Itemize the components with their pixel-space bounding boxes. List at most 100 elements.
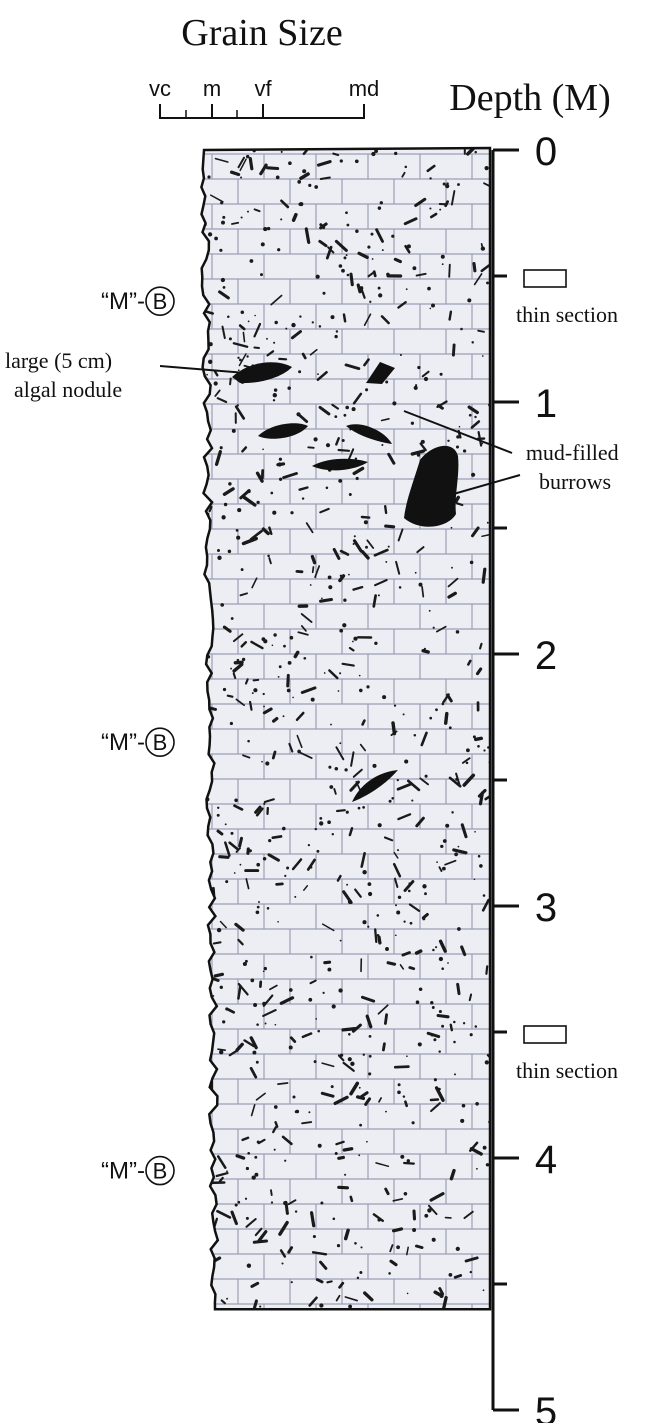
bioclast-grain (308, 1111, 311, 1114)
bioclast-grain (348, 1304, 353, 1309)
bioclast-fragment (359, 1091, 369, 1099)
bioclast-fragment (421, 649, 430, 654)
bioclast-fragment (342, 890, 353, 905)
bioclast-fragment (341, 662, 355, 667)
bioclast-grain (394, 934, 397, 937)
bioclast-grain (429, 177, 432, 180)
bioclast-fragment (349, 1081, 360, 1096)
bioclast-grain (338, 479, 343, 483)
bioclast-grain (246, 355, 249, 358)
bioclast-fragment (253, 322, 262, 338)
bioclast-grain (385, 380, 389, 384)
grain-label-md: md (349, 76, 380, 101)
bioclast-fragment (357, 251, 369, 260)
bioclast-fragment (239, 592, 248, 597)
bioclast-grain (266, 226, 271, 231)
bioclast-grain (297, 180, 302, 184)
bioclast-grain (391, 797, 394, 800)
bioclast-grain (474, 830, 476, 833)
bioclast-grain (317, 1029, 320, 1033)
bioclast-grain (403, 1192, 408, 1196)
bioclast-grain (273, 388, 278, 392)
bioclast-grain (431, 303, 435, 308)
bioclast-fragment (401, 951, 411, 957)
bioclast-grain (482, 894, 486, 897)
bioclast-grain (441, 702, 445, 706)
bioclast-grain (471, 472, 476, 477)
bioclast-grain (207, 175, 211, 179)
bioclast-grain (314, 185, 319, 189)
bioclast-fragment (316, 160, 332, 167)
bioclast-fragment (437, 404, 444, 410)
bioclast-grain (260, 273, 263, 277)
bioclast-fragment (319, 1260, 328, 1270)
bioclast-grain (246, 489, 251, 494)
bioclast-grain (323, 672, 326, 674)
bioclast-fragment (238, 836, 243, 848)
bioclast-grain (479, 864, 483, 868)
bioclast-fragment (318, 239, 328, 248)
bioclast-fragment (352, 392, 363, 405)
bioclast-grain (256, 862, 261, 867)
bioclast-grain (352, 640, 354, 643)
depth-tick-label: 2 (535, 634, 557, 678)
bioclast-fragment (309, 979, 317, 985)
bioclast-fragment (238, 353, 247, 367)
bioclast-grain (245, 154, 250, 159)
bioclast-fragment (397, 813, 412, 821)
bioclast-fragment (397, 301, 407, 309)
bioclast-fragment (272, 1126, 277, 1134)
bioclast-grain (460, 1118, 465, 1123)
bioclast-fragment (291, 858, 303, 871)
bioclast-grain (388, 1272, 391, 1275)
bioclast-fragment (279, 996, 295, 1005)
bioclast-grain (272, 399, 276, 402)
bioclast-grain (365, 545, 368, 549)
bioclast-grain (253, 1003, 258, 1007)
bioclast-fragment (281, 1135, 293, 1146)
bioclast-fragment (257, 1230, 268, 1243)
bioclast-grain (448, 1273, 453, 1277)
bioclast-grain (374, 149, 378, 154)
bioclast-fragment (466, 148, 478, 156)
bioclast-grain (435, 946, 438, 949)
bioclast-fragment (216, 1155, 227, 1169)
bioclast-fragment (351, 1023, 362, 1033)
bioclast-grain (339, 939, 342, 942)
bioclast-fragment (478, 791, 484, 806)
bioclast-grain (308, 183, 312, 187)
bioclast-fragment (430, 1102, 441, 1113)
bioclast-fragment (321, 1062, 335, 1068)
fabric-label-text: “M”- (101, 288, 145, 315)
bioclast-grain (439, 208, 442, 211)
bioclast-grain (330, 1085, 334, 1089)
bioclast-grain (480, 246, 486, 251)
bioclast-grain (252, 1050, 257, 1055)
bioclast-grain (413, 385, 418, 390)
bioclast-fragment (278, 1220, 289, 1236)
bioclast-grain (226, 1297, 229, 1300)
bioclast-grain (240, 310, 245, 315)
bioclast-grain (281, 1262, 284, 1265)
bioclast-grain (397, 1090, 401, 1095)
bioclast-fragment (224, 841, 231, 857)
bioclast-grain (350, 1061, 355, 1066)
bioclast-fragment (279, 1249, 287, 1258)
bioclast-grain (372, 763, 377, 768)
bioclast-grain (441, 263, 444, 266)
bioclast-grain (411, 799, 414, 802)
bioclast-fragment (250, 1104, 256, 1117)
bioclast-grain (304, 1034, 308, 1037)
bioclast-grain (398, 586, 402, 589)
bioclast-fragment (403, 1161, 415, 1165)
bioclast-grain (267, 554, 270, 558)
bioclast-grain (273, 1148, 276, 1151)
bioclast-fragment (347, 448, 355, 461)
bioclast-fragment (262, 707, 273, 715)
bioclast-grain (298, 202, 302, 206)
bioclast-fragment (427, 1204, 438, 1216)
bioclast-fragment (470, 420, 481, 429)
bioclast-grain (472, 735, 476, 739)
bioclast-fragment (455, 502, 464, 507)
bioclast-fragment (452, 848, 468, 855)
